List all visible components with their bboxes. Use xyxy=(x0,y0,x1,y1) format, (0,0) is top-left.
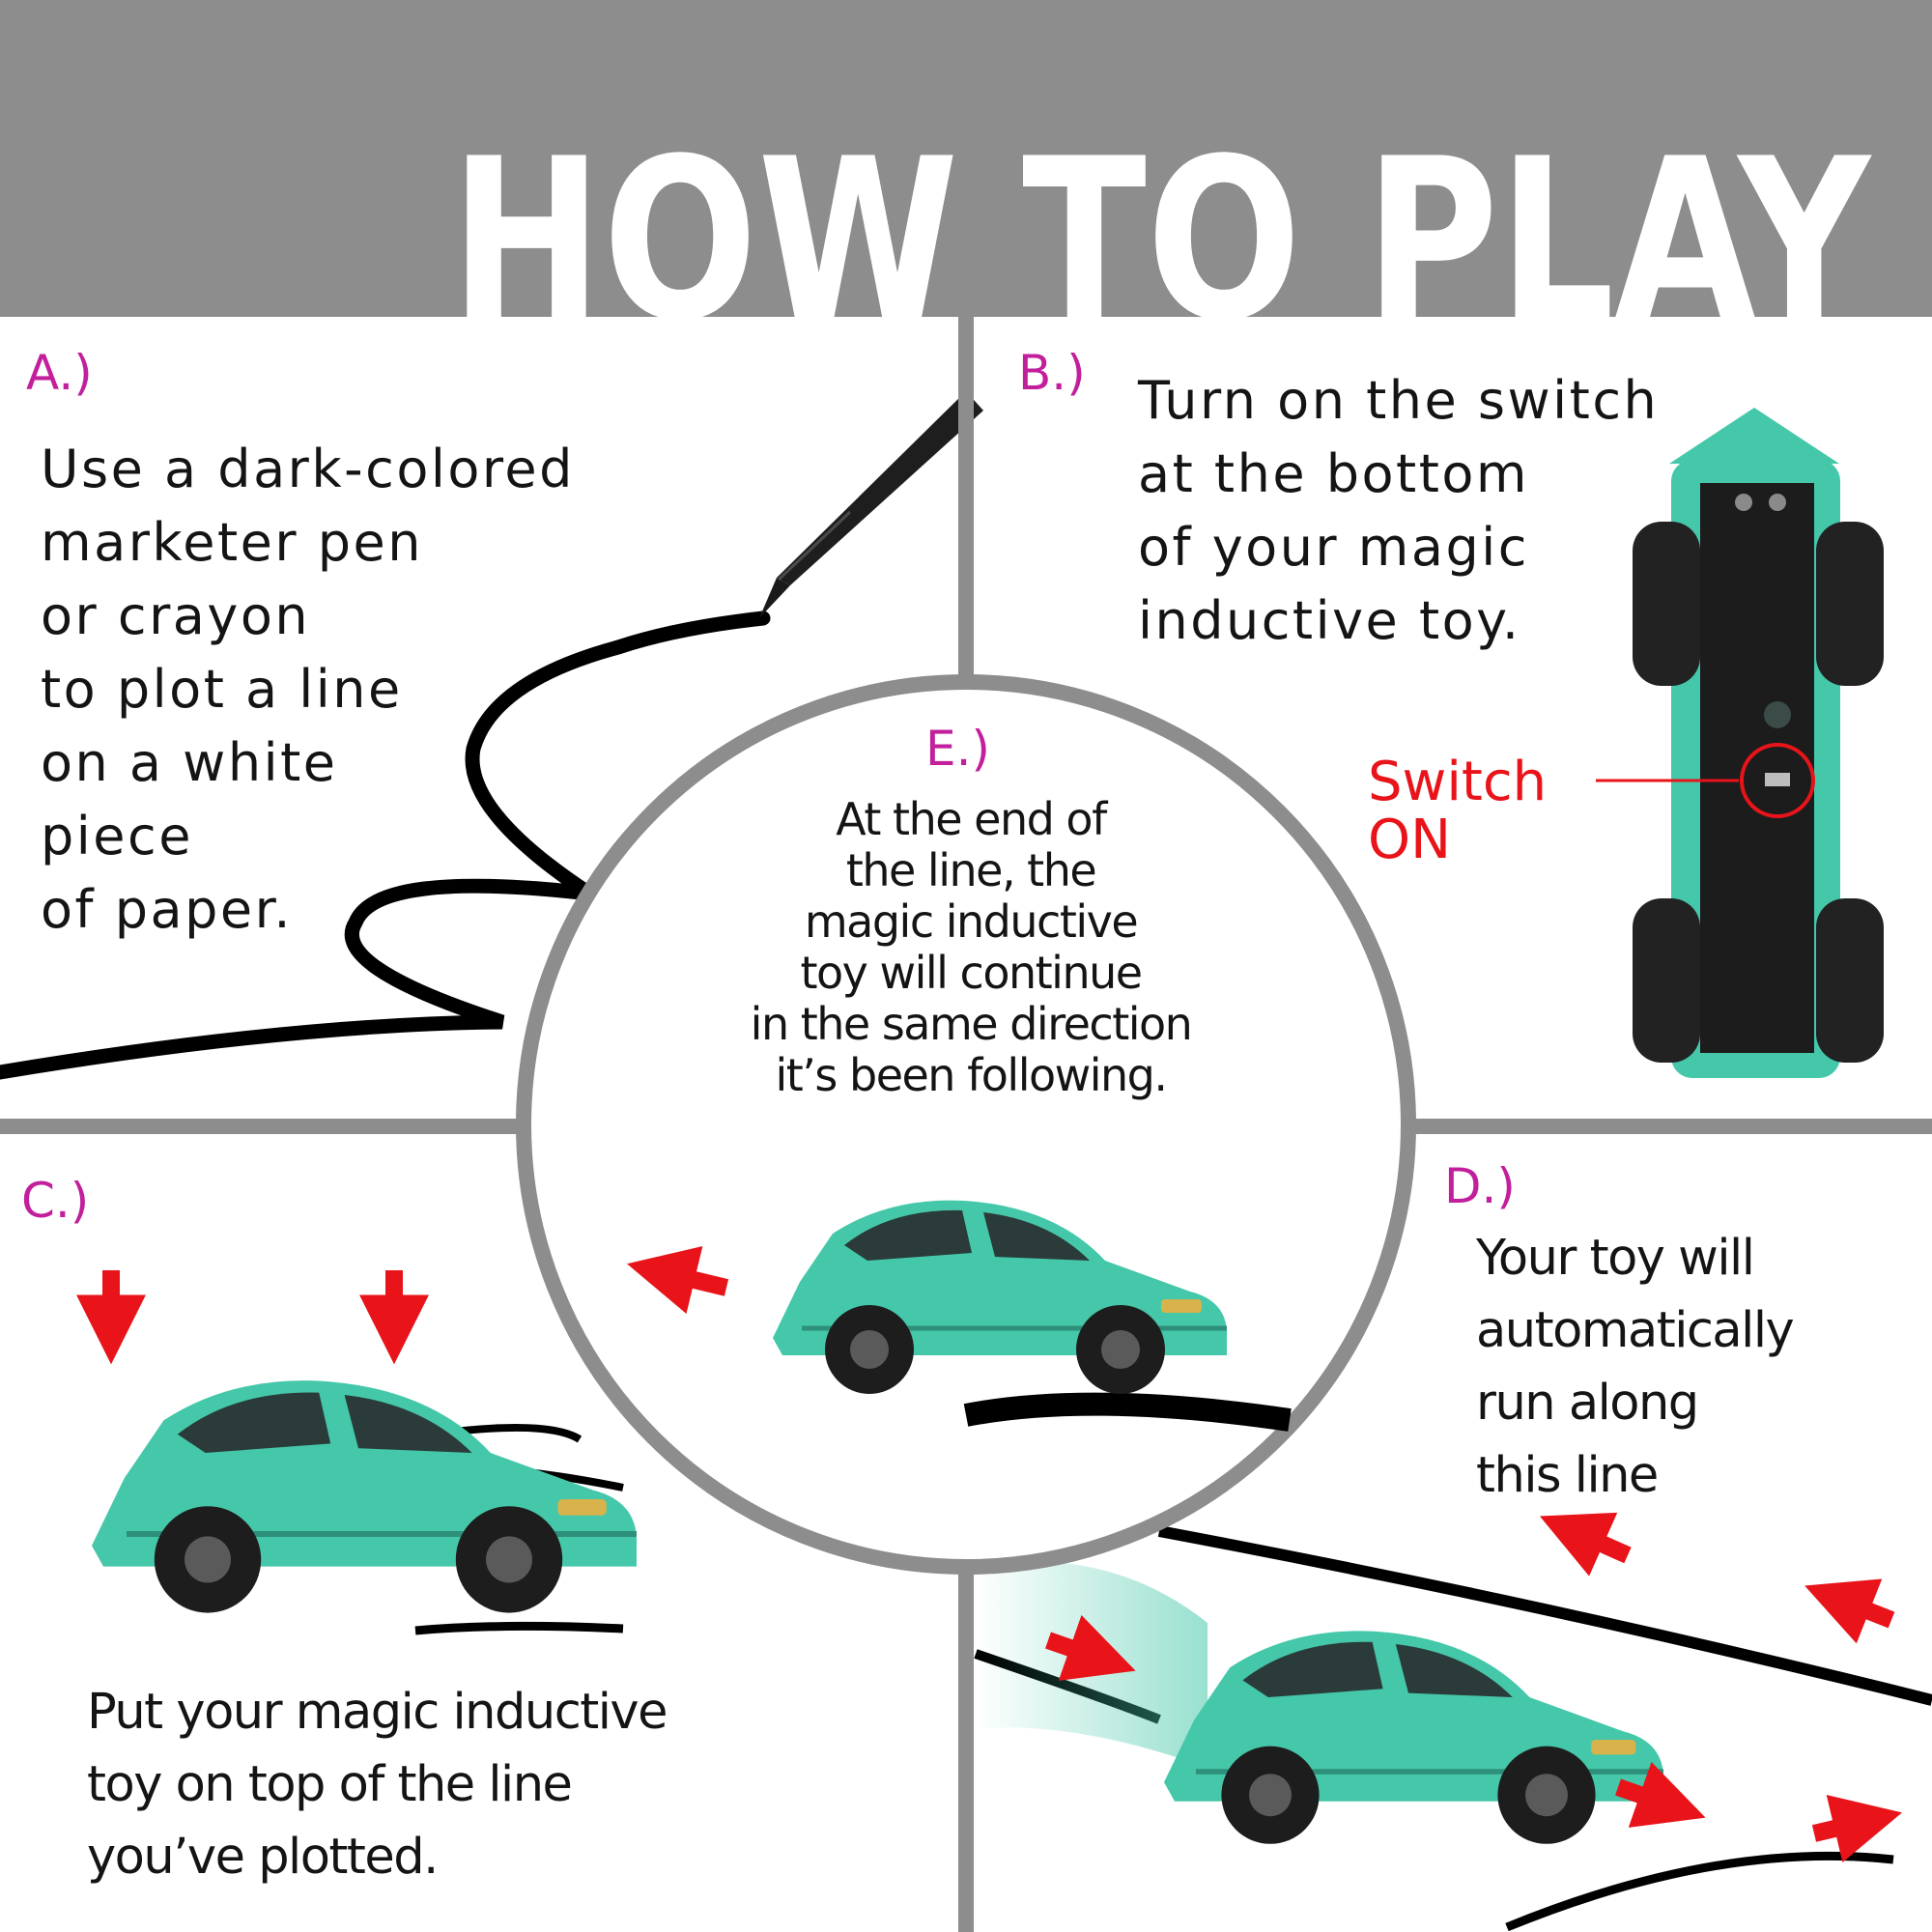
step-a-text: Use a dark-colored marketer pen or crayo… xyxy=(41,439,575,940)
step-a-label: A.) xyxy=(26,345,93,401)
toy-car-icon xyxy=(92,1380,637,1612)
header-banner xyxy=(0,0,1932,317)
step-d-text: Your toy will automatically run along th… xyxy=(1476,1230,1795,1504)
step-e-label: E.) xyxy=(925,721,990,777)
arrow-motion-2 xyxy=(1615,1761,1706,1828)
step-b-text: Turn on the switch at the bottom of your… xyxy=(1138,370,1660,651)
step-d-label: D.) xyxy=(1444,1158,1516,1214)
arrow-motion-4 xyxy=(1539,1512,1632,1577)
step-c-label: C.) xyxy=(21,1173,90,1229)
switch-highlight-circle xyxy=(1740,743,1815,818)
toy-car-running-icon xyxy=(1164,1631,1663,1843)
arrow-motion-3 xyxy=(1811,1794,1903,1863)
track-line xyxy=(1157,1525,1932,1706)
step-b-label: B.) xyxy=(1018,345,1086,401)
step-c-text: Put your magic inductive toy on top of t… xyxy=(87,1684,668,1886)
arrow-motion-1 xyxy=(1045,1614,1136,1681)
page-title: HOW TO PLAY xyxy=(450,112,1872,370)
toy-underside-icon xyxy=(1633,408,1884,1078)
arrow-direction xyxy=(626,1246,729,1315)
step-e-text: At the end of the line, the magic induct… xyxy=(750,793,1193,1101)
marker-pen-icon xyxy=(759,391,983,618)
switch-callout-label: Switch ON xyxy=(1368,751,1564,871)
arrow-motion-5 xyxy=(1804,1578,1895,1644)
drawn-line xyxy=(0,611,771,1080)
